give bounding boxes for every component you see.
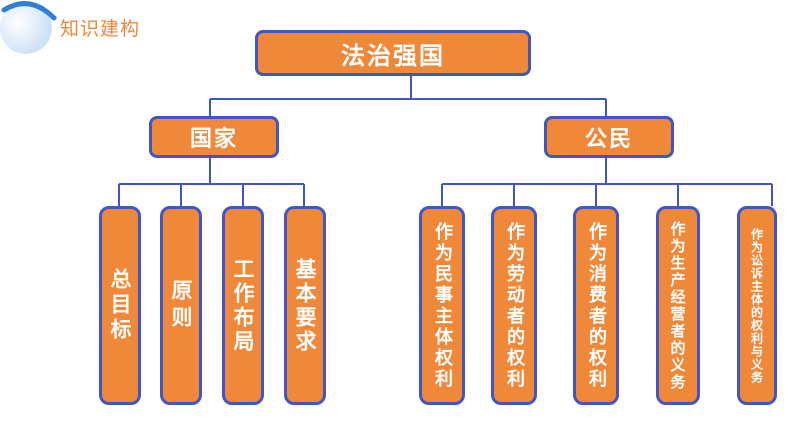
root-node: 法治强国 [255,30,531,76]
node-country: 国家 [149,116,279,158]
node-citizen: 公民 [544,116,674,158]
node-work-layout: 工作布局 [222,206,264,405]
node-labor-rights: 作为劳动者的权利 [491,206,537,405]
header-decoration-icon [0,1,57,54]
node-citizen-label: 公民 [584,127,633,152]
node-basic-requirements: 基本要求 [284,206,326,405]
node-litigation-rights-duties: 作为讼诉主体的权利与义务 [737,206,777,405]
node-litigation-rights-duties-label: 作为讼诉主体的权利与义务 [749,227,764,384]
node-basic-requirements-label: 基本要求 [293,257,317,354]
node-principle-label: 原则 [169,278,193,333]
node-principle: 原则 [160,206,202,405]
root-label: 法治强国 [341,41,445,70]
page-title: 知识建构 [60,18,141,40]
node-producer-duties-label: 作为生产经营者的义务 [668,220,687,391]
node-consumer-rights: 作为消费者的权利 [573,206,619,405]
node-consumer-rights-label: 作为消费者的权利 [586,221,607,390]
node-work-layout-label: 工作布局 [231,257,255,354]
node-overall-goal-label: 总目标 [108,268,132,343]
node-civil-rights-label: 作为民事主体权利 [432,221,453,390]
node-country-label: 国家 [189,127,238,152]
node-labor-rights-label: 作为劳动者的权利 [504,221,525,390]
node-overall-goal: 总目标 [99,206,141,405]
node-civil-rights: 作为民事主体权利 [419,206,465,405]
node-producer-duties: 作为生产经营者的义务 [656,206,700,405]
